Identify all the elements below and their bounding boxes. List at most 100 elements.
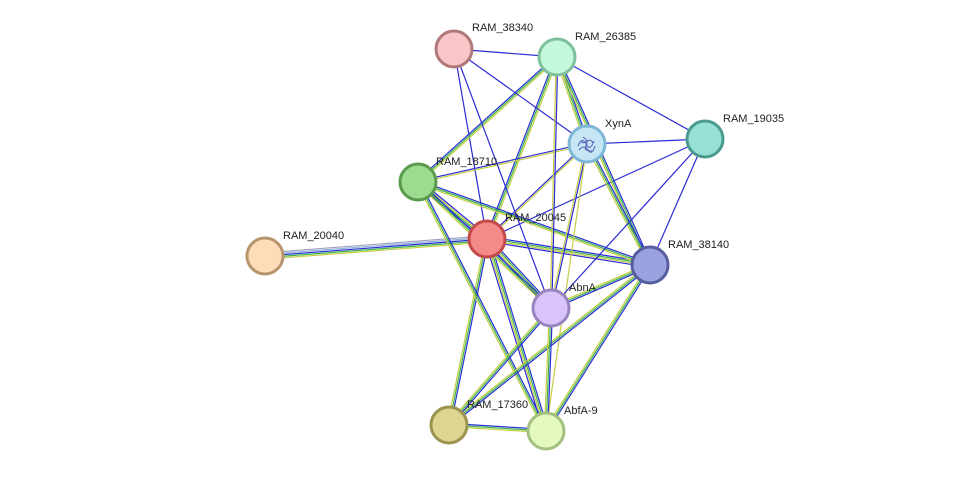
edge-strand <box>551 144 589 309</box>
edge-ram-20045-ram-19035 <box>486 138 706 240</box>
edge-xyna-ram-38140 <box>585 142 652 267</box>
edge-strand <box>417 56 558 183</box>
node-ram-19035[interactable]: RAM_19035 <box>685 113 784 159</box>
edge-strand <box>416 55 557 182</box>
edge-ram-18710-ram-38140 <box>417 179 651 268</box>
edge-strand <box>546 308 554 432</box>
edge-strand <box>486 142 587 239</box>
edge-strand <box>416 182 546 433</box>
edge-xyna-abna <box>549 143 589 309</box>
edge-strand <box>487 144 588 241</box>
edge-strand <box>556 56 706 140</box>
edge-strand <box>546 265 652 433</box>
edge-strand <box>484 239 545 432</box>
node-circle[interactable] <box>429 405 469 445</box>
edge-strand <box>543 307 551 431</box>
node-ram-20040[interactable]: RAM_20040 <box>245 230 344 276</box>
edge-ram-19035-ram-38140 <box>649 138 706 266</box>
edge-strand <box>417 182 650 268</box>
node-ram-20045[interactable]: RAM_20045 <box>467 212 566 259</box>
node-abna[interactable]: AbnA <box>531 282 597 328</box>
edge-strand <box>550 138 706 309</box>
edge-strand <box>545 143 588 432</box>
edge-ram-26385-ram-19035 <box>556 56 706 140</box>
edge-strand <box>447 306 551 425</box>
node-label: RAM_19035 <box>723 113 784 125</box>
edge-ram-20045-ram-38140 <box>486 236 651 268</box>
edge-ram-38340-abna <box>453 48 552 309</box>
edge-strand <box>417 181 547 432</box>
edge-abna-abfa-9 <box>543 307 554 432</box>
protein-structure-stroke <box>578 145 596 153</box>
edge-strand <box>418 179 651 265</box>
edge-strand <box>544 263 650 431</box>
protein-structure-stroke <box>582 136 593 152</box>
edge-strand <box>418 144 588 184</box>
edge-strand <box>485 239 546 432</box>
edge-strand <box>488 238 549 431</box>
node-circle[interactable] <box>245 236 285 276</box>
node-abfa-9[interactable]: AbfA-9 <box>526 405 598 451</box>
edge-ram-38340-xyna <box>453 48 588 145</box>
edge-strand <box>448 307 552 426</box>
node-label: RAM_38340 <box>472 22 533 34</box>
edge-strand <box>417 181 651 266</box>
protein-structure-stroke <box>577 140 595 148</box>
node-ram-38340[interactable]: RAM_38340 <box>434 22 533 69</box>
edge-strand <box>418 57 559 184</box>
edge-strand <box>453 48 588 145</box>
edge-strand <box>551 57 559 309</box>
protein-structure-icon <box>577 136 596 153</box>
node-ram-17360[interactable]: RAM_17360 <box>429 399 528 445</box>
edge-ram-20045-ram-38340 <box>453 48 488 240</box>
edge-ram-20045-ram-17360 <box>446 238 490 426</box>
edge-strand <box>554 57 650 266</box>
edge-strand <box>449 308 553 427</box>
node-label: AbfA-9 <box>564 405 598 417</box>
edge-strand <box>545 264 651 432</box>
node-label: RAM_38140 <box>668 239 729 251</box>
edge-strand <box>587 142 652 265</box>
edge-ram-26385-ram-38140 <box>554 56 653 266</box>
edge-strand <box>549 56 557 308</box>
edge-strand <box>453 48 488 240</box>
edge-ram-19035-abna <box>550 138 706 309</box>
edge-strand <box>586 138 706 145</box>
node-circle[interactable] <box>526 411 566 451</box>
node-label: XynA <box>605 118 632 130</box>
node-label: RAM_26385 <box>575 31 636 43</box>
node-label: AbnA <box>569 282 597 294</box>
edge-strand <box>264 235 487 254</box>
edge-strand <box>549 143 587 308</box>
node-circle[interactable] <box>630 245 670 285</box>
edge-strand <box>417 142 587 182</box>
node-circle[interactable] <box>685 119 725 159</box>
edge-strand <box>487 236 651 264</box>
edge-xyna-abfa-9 <box>545 143 588 432</box>
node-xyna[interactable]: XynA <box>567 118 632 164</box>
edge-strand <box>586 143 651 266</box>
node-ram-26385[interactable]: RAM_26385 <box>537 31 636 77</box>
edge-ram-20045-abfa-9 <box>484 238 549 432</box>
node-circle[interactable] <box>467 219 507 259</box>
node-circle[interactable] <box>434 29 474 69</box>
edge-ram-20045-xyna <box>486 142 588 241</box>
node-circle[interactable] <box>531 288 571 328</box>
protein-structure-stroke <box>580 139 594 144</box>
edge-ram-26385-abna <box>549 56 559 309</box>
edge-xyna-ram-19035 <box>586 138 706 145</box>
node-circle[interactable] <box>537 37 577 77</box>
edge-strand <box>486 138 706 240</box>
node-label: RAM_17360 <box>467 399 528 411</box>
edge-strand <box>585 144 650 267</box>
edge-ram-18710-xyna <box>417 142 588 184</box>
node-ram-18710[interactable]: RAM_18710 <box>398 156 497 202</box>
node-ram-38140[interactable]: RAM_38140 <box>630 239 729 285</box>
edge-ram-18710-ram-26385 <box>416 55 559 184</box>
edge-strand <box>487 238 548 431</box>
edge-strand <box>453 48 552 309</box>
node-circle[interactable] <box>398 162 438 202</box>
edge-strand <box>557 56 653 265</box>
edge-strand <box>486 239 650 267</box>
